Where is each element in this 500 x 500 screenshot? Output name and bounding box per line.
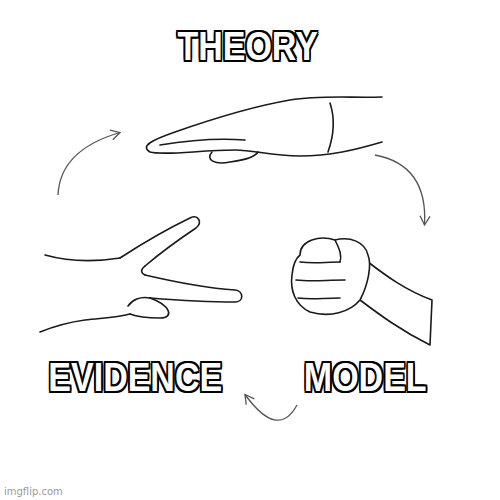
arrow-line [375, 155, 425, 225]
arrow-head [110, 130, 120, 140]
arrow-head [420, 216, 430, 225]
cycle-arrow [375, 155, 430, 225]
scissors-hand [40, 217, 242, 332]
hand-node: THEORY [120, 20, 375, 170]
cycle-arrow [58, 130, 120, 195]
paper-hand [146, 97, 382, 163]
meme-label: THEORY [177, 26, 317, 66]
meme-label: EVIDENCE [48, 357, 222, 397]
rock-hand [292, 238, 432, 345]
cycle-arrow [245, 395, 297, 421]
arrow-head [245, 395, 254, 405]
watermark: imgflip.com [4, 486, 63, 497]
meme-label: MODEL [304, 357, 427, 397]
hand-node: MODEL [280, 225, 450, 405]
hand-node: EVIDENCE [25, 195, 245, 405]
arrow-line [58, 133, 120, 196]
arrow-line [245, 395, 297, 421]
